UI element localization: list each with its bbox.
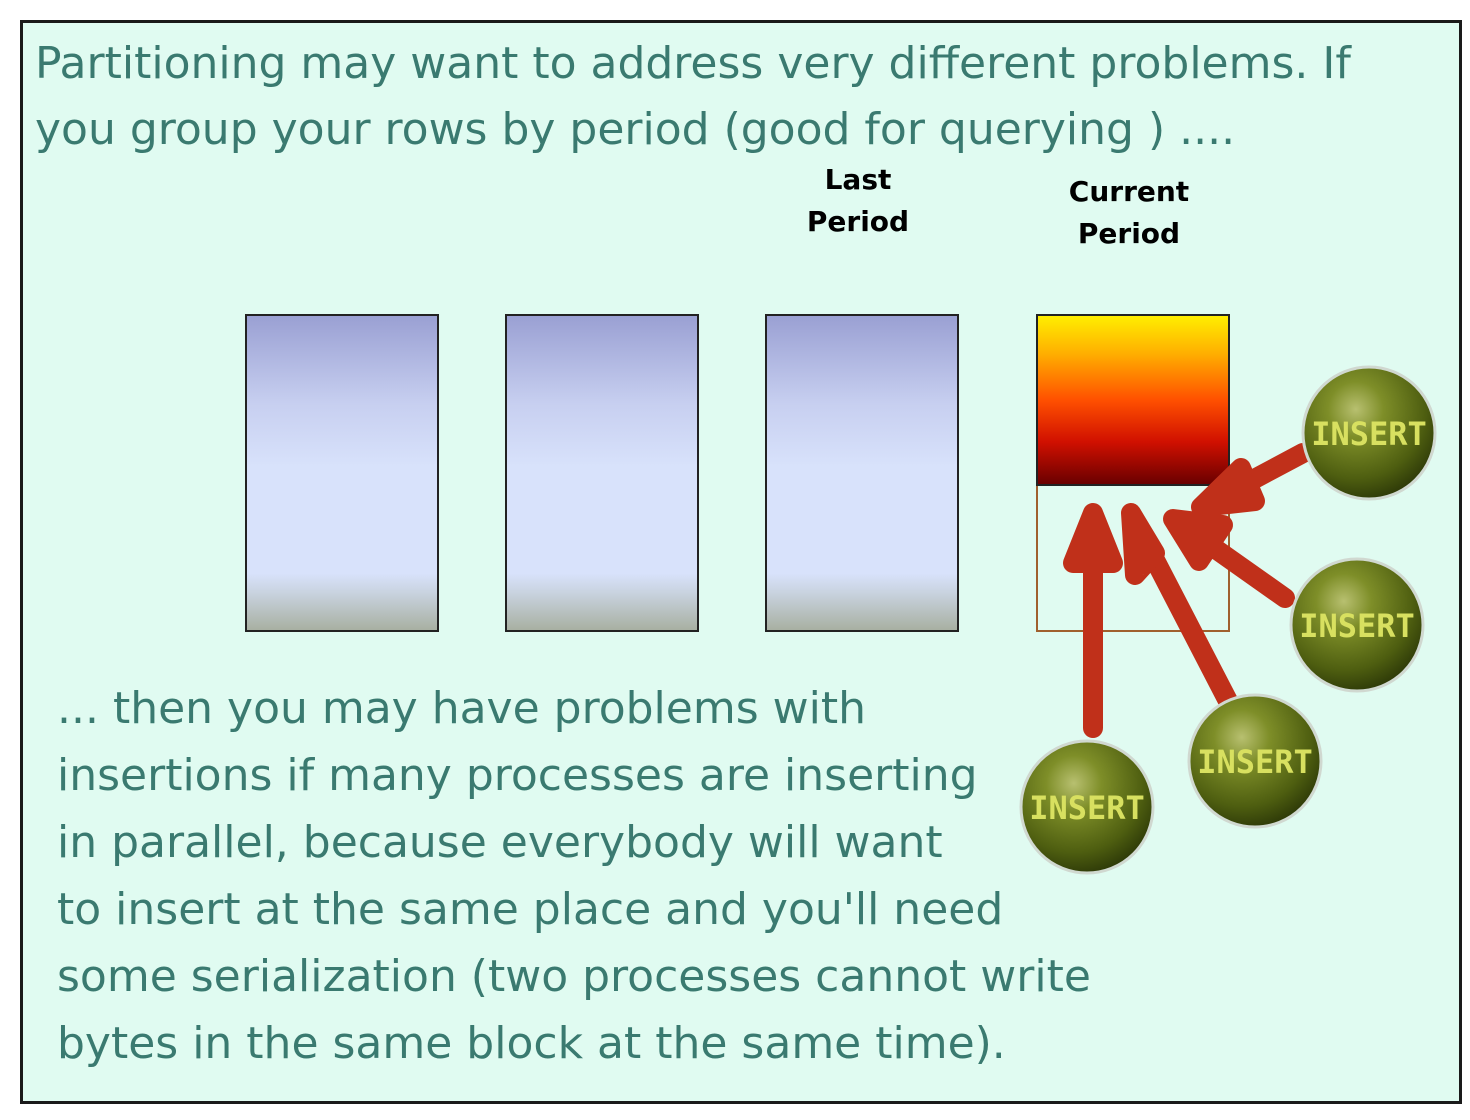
arrow-head: [1163, 509, 1233, 571]
insert-label: INSERT: [1029, 789, 1145, 827]
outro-line: ... then you may have problems with: [57, 683, 866, 734]
intro-text: Partitioning may want to address very di…: [35, 38, 1351, 155]
insert-arrows-overlay: INSERT INSERT INSERT INSERT: [1019, 365, 1437, 875]
outro-line: bytes in the same block at the same time…: [57, 1018, 1006, 1069]
outro-text: ... then you may have problems with inse…: [57, 675, 1157, 1077]
outro-line: to insert at the same place and you'll n…: [57, 884, 1004, 935]
arrow-head: [1121, 503, 1165, 585]
outro-line: insertions if many processes are inserti…: [57, 750, 978, 801]
insert-ball-lower-middle: INSERT: [1187, 693, 1323, 829]
partition-block-1: [245, 314, 439, 632]
current-period-filled-area: [1036, 314, 1230, 486]
insert-label: INSERT: [1197, 743, 1313, 781]
slide: Partitioning may want to address very di…: [20, 20, 1462, 1104]
insert-ball-middle-right: INSERT: [1289, 557, 1425, 693]
outro-line: some serialization (two processes cannot…: [57, 951, 1091, 1002]
insert-ball-top-right: INSERT: [1301, 365, 1437, 501]
arrow-head: [1063, 503, 1123, 573]
partition-block-last-period: [765, 314, 959, 632]
insert-label: INSERT: [1299, 607, 1415, 645]
outro-line: in parallel, because everybody will want: [57, 817, 943, 868]
insert-label: INSERT: [1311, 415, 1427, 453]
arrow-head: [1191, 458, 1265, 517]
insert-ball-bottom-left: INSERT: [1019, 739, 1155, 875]
partition-block-2: [505, 314, 699, 632]
